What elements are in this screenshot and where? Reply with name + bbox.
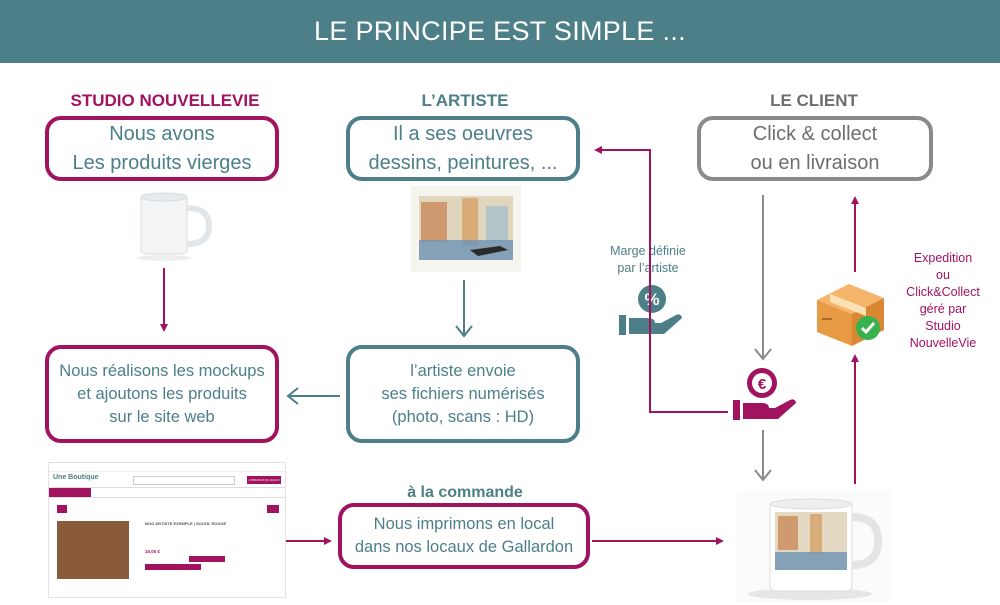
box-line: (photo, scans : HD) [391,407,535,426]
note-line: Marge définie [610,244,686,258]
box-line: Nous avons [109,122,215,145]
site-nav-first [49,488,91,497]
printed-mug-icon [737,490,892,602]
column-title-client: LE CLIENT [770,91,858,110]
site-product-title: MUG ARTISTE EXEMPLE | SOLEIL ROUGE [145,521,227,526]
box-line: ou en livraison [750,151,880,174]
order-label: à la commande [407,484,523,501]
box-artist-works: Il a ses oeuvres dessins, peintures, ... [346,116,580,181]
box-line: Nous imprimons en local [373,515,555,533]
note-line: Expedition [913,251,973,265]
percent-symbol: % [644,290,659,309]
site-badge-left [57,505,67,513]
site-search [133,476,235,485]
note-line: géré par [919,302,967,316]
box-line: et ajoutons les produits [77,384,247,403]
magenta-arrows [160,146,859,545]
site-product-price: 10,00 € [145,549,161,554]
site-topbar [49,463,285,472]
box-line: Il a ses oeuvres [392,122,534,145]
site-info-button [145,564,201,570]
box-studio-products: Nous avons Les produits vierges [45,116,279,181]
note-line: NouvelleVie [909,336,977,350]
euro-hand-icon: € [733,368,796,420]
box-line: dessins, peintures, ... [368,151,558,174]
box-artist-files: l’artiste envoie ses fichiers numérisés … [346,345,580,443]
percent-hand-icon: % [619,285,682,335]
note-line: Studio [925,319,961,333]
box-line: Click & collect [752,122,878,145]
shipping-note: Expedition ou Click&Collect géré par Stu… [888,250,998,352]
site-logo: Une Boutique [53,474,99,481]
grey-arrows [754,195,772,482]
box-line: sur le site web [109,407,215,426]
blank-mug-icon [137,192,213,261]
note-line: par l’artiste [617,261,679,275]
page-banner: LE PRINCIPE EST SIMPLE ... [0,0,1000,63]
box-line: l’artiste envoie [410,361,516,380]
site-add-button [189,556,225,562]
site-badge-right [267,505,279,513]
column-title-artist: L’ARTISTE [421,91,509,110]
box-client-delivery: Click & collect ou en livraison [697,116,933,181]
box-line: dans nos locaux de Gallardon [354,538,574,556]
margin-note: Marge définie par l’artiste [593,243,703,277]
note-line: Click&Collect [906,285,980,299]
box-print-local: Nous imprimons en local dans nos locaux … [338,503,590,569]
site-cart: 1 PRODUIT(S) 10,00 € [247,476,281,484]
watercolor-artwork-icon [411,186,521,272]
site-nav [49,487,285,498]
box-line: ses fichiers numérisés [381,384,545,403]
site-product-image [57,521,129,579]
website-screenshot-icon: Une Boutique 1 PRODUIT(S) 10,00 € MUG AR… [48,462,286,598]
note-line: ou [936,268,950,282]
teal-arrows [286,280,473,405]
box-line: Les produits vierges [72,151,252,174]
shipping-box-icon [817,284,884,346]
column-title-studio: STUDIO NOUVELLEVIE [70,91,260,110]
box-studio-mockups: Nous réalisons les mockups et ajoutons l… [45,345,279,443]
box-line: Nous réalisons les mockups [59,361,265,380]
euro-symbol: € [758,376,767,393]
